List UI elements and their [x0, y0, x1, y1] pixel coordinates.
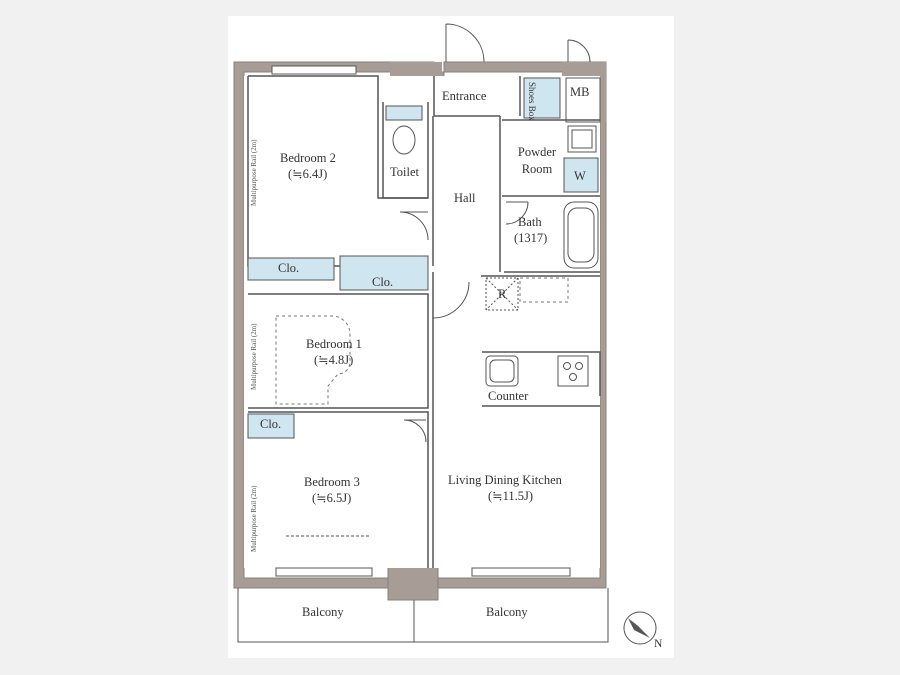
toilet-door: [399, 211, 429, 241]
ldk-wall: [432, 272, 600, 568]
entrance-wall: [433, 76, 500, 117]
bedroom1-wall: [248, 293, 429, 409]
mb-room: [565, 77, 601, 123]
bedroom2-label: Bedroom 2: [280, 151, 336, 165]
toilet-label: Toilet: [390, 165, 419, 179]
shoes-box-label: Shoes Box: [527, 82, 537, 121]
powder-wall: [502, 119, 600, 273]
entrance-label: Entrance: [442, 89, 487, 103]
shoes-box: [523, 77, 561, 119]
refrigerator-label: R: [498, 287, 507, 301]
closet-bedroom3: [247, 413, 295, 439]
closet-bedroom2-left: [247, 257, 335, 281]
ldk-label: Living Dining Kitchen: [448, 473, 562, 487]
bedroom3-door: [403, 419, 427, 443]
bathtub: [563, 201, 599, 269]
bedroom3-size-label: (≒6.5J): [312, 491, 352, 505]
powder-room-label: Powder Room: [517, 145, 557, 176]
toilet-bowl: [392, 125, 416, 155]
floor-plan-drawing: [233, 23, 657, 645]
kitchen-wall: [482, 351, 601, 407]
bedroom3-label: Bedroom 3: [304, 475, 360, 489]
bedroom3-wall: [248, 411, 429, 568]
mb-door: [567, 39, 591, 63]
toilet-tank: [385, 105, 423, 121]
bath-door: [505, 201, 529, 225]
hall-wall: [432, 116, 501, 272]
balcony-outline: [237, 588, 609, 643]
floor-plan-sheet: Entrance Shoes Box MB Toilet Hall Powder…: [228, 16, 674, 658]
bedroom1-size-label: (≒4.8J): [314, 353, 354, 367]
balcony-right-label: Balcony: [486, 605, 528, 619]
bath-label: Bath: [518, 215, 542, 229]
counter-label: Counter: [488, 389, 529, 403]
north-label: N: [654, 638, 663, 650]
stove: [557, 355, 589, 387]
bedroom2-size-label: (≒6.4J): [288, 167, 328, 181]
sink: [485, 355, 519, 387]
rail-label-bedroom1: Multipurpose Rail (2m): [250, 323, 258, 391]
mb-label: MB: [570, 85, 590, 99]
bath-size-label: (1317): [514, 231, 548, 245]
window-bedroom3: [275, 567, 373, 577]
washer-label: W: [574, 169, 586, 183]
ldk-size-label: (≒11.5J): [488, 489, 534, 503]
rail-label-bedroom2: Multipurpose Rail (2m): [250, 139, 258, 207]
rail-label-bedroom3: Multipurpose Rail (2m): [250, 485, 258, 553]
hall-label: Hall: [454, 191, 476, 205]
closet-bedroom2-right-label: Clo.: [372, 275, 394, 289]
closet-bedroom2-right: [339, 255, 429, 291]
window-ldk: [471, 567, 571, 577]
window-bedroom2: [271, 65, 357, 75]
balcony-left-label: Balcony: [302, 605, 344, 619]
washer-space: [563, 157, 599, 193]
toilet-wall: [382, 102, 429, 199]
closet-bedroom2-left-label: Clo.: [278, 261, 300, 275]
compass-icon: [623, 611, 657, 645]
bedroom1-label: Bedroom 1: [306, 337, 362, 351]
entrance-door: [445, 23, 485, 63]
closet-bedroom3-label: Clo.: [260, 417, 282, 431]
bedroom1-door: [432, 281, 470, 319]
